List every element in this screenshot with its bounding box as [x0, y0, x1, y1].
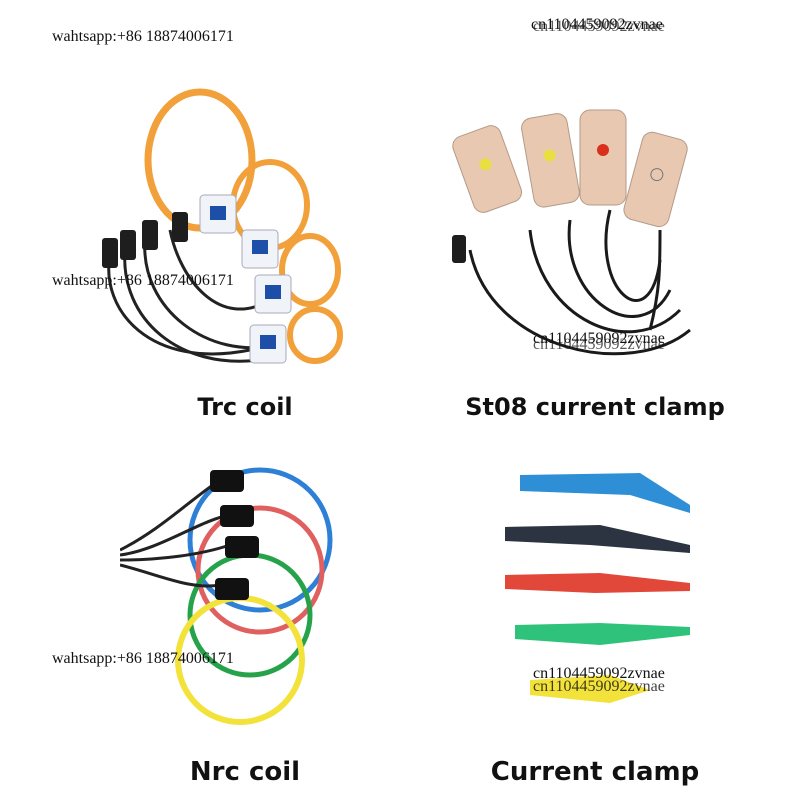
whatsapp-watermark-bottom: wahtsapp:+86 18874006171: [52, 650, 234, 667]
id-watermark-bot-a: cn1104459092zvnae: [533, 665, 665, 682]
id-watermark-mid-b: cn1104459092zvnae: [533, 336, 665, 353]
caption-nrc-coil: Nrc coil: [189, 757, 301, 787]
caption-current-clamp: Current clamp: [490, 757, 700, 787]
st08-clamp-image: [430, 90, 720, 380]
whatsapp-watermark-mid: wahtsapp:+86 18874006171: [52, 272, 234, 289]
id-watermark-mid-a: cn1104459092zvnae: [533, 330, 665, 347]
caption-trc-coil: Trc coil: [197, 393, 293, 421]
nrc-coil-image: [120, 460, 340, 730]
alligator-clamp-image: [500, 455, 700, 715]
id-watermark-top-a: cn1104459092zvnae: [531, 16, 663, 33]
whatsapp-watermark-top: wahtsapp:+86 18874006171: [52, 28, 234, 45]
trc-coil-image: [90, 80, 370, 380]
id-watermark-bot-b: cn1104459092zvnae: [533, 678, 665, 695]
id-watermark-top-b: cn1104459092zvnae: [533, 18, 665, 35]
caption-st08-clamp: St08 current clamp: [465, 393, 725, 421]
